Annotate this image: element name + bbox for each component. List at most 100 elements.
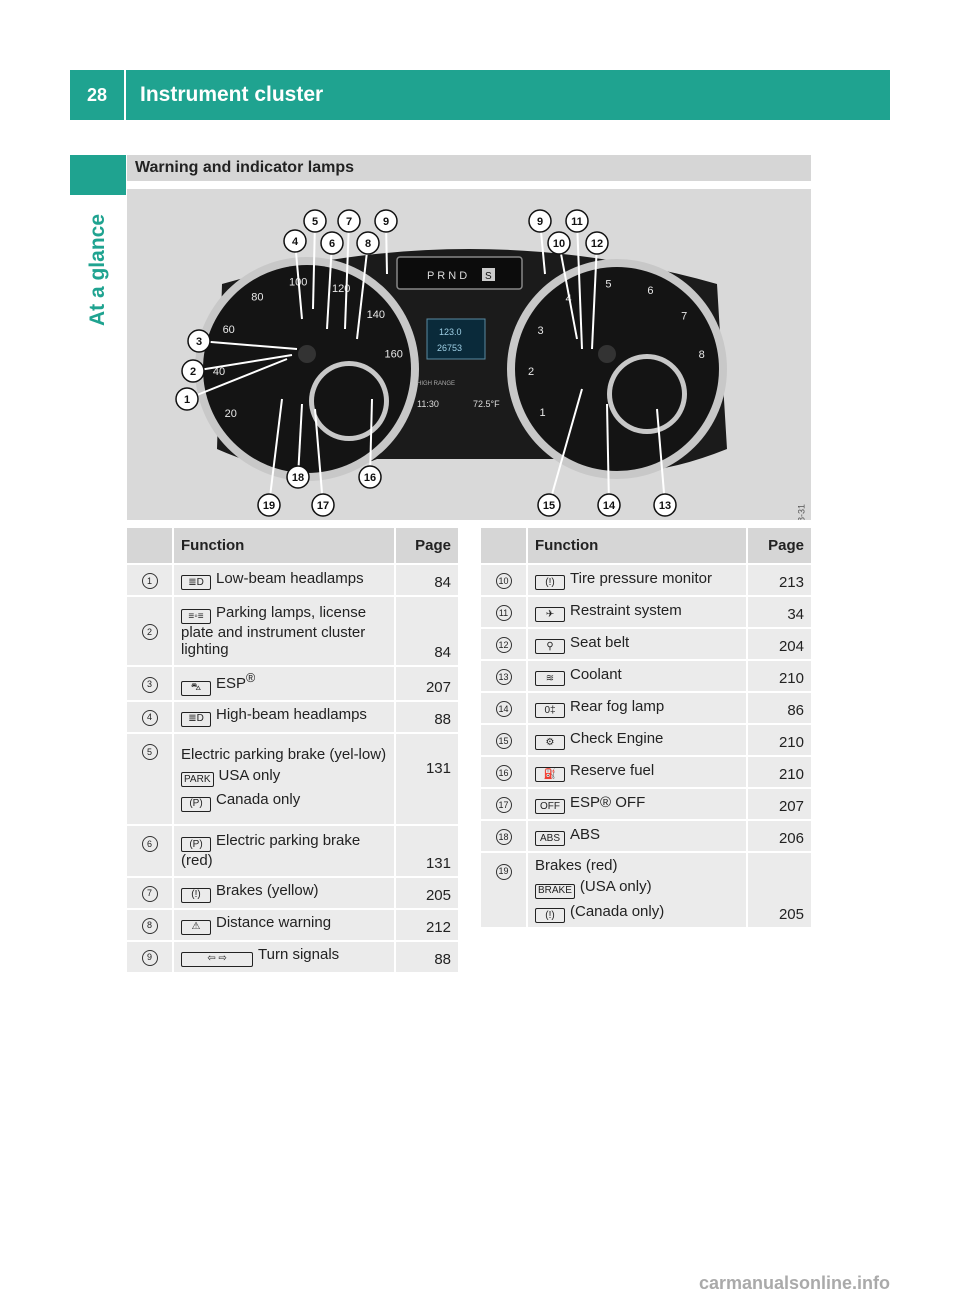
parking-brake-red-icon: (P) [181,837,211,853]
callout-number: 1 [184,394,190,406]
table-row: 16 ⛽Reserve fuel 210 [481,756,811,789]
callout-circle [528,209,552,233]
figure-id: P54.33-4438-31 [797,504,807,520]
callout-leader [312,220,316,310]
coolant-icon: ≋ [535,671,565,687]
page-ref: 207 [395,666,458,702]
row-number: 13 [495,669,512,686]
odometer-panel [426,318,486,360]
row-number: 16 [495,765,512,782]
callout-number: 8 [365,238,371,250]
callout-circle [374,209,398,233]
function-text: Reserve fuel [570,761,655,779]
callout-number: 15 [543,500,555,512]
row-number: 6 [141,836,158,852]
callout-circle [547,231,571,255]
row-number: 1 [141,573,158,590]
high-beam-icon: ≣D [181,711,211,727]
column-header-function: Function [526,528,748,565]
coolant-gauge-dial [612,359,682,429]
callout-leader [606,403,610,506]
column-header-page: Page [747,528,811,565]
function-text: Rear fog lamp [570,697,665,715]
callout-leader [356,242,369,340]
callout-circle [597,493,621,517]
function-text: Electric parking brake (red) [181,831,361,870]
callout-number: 10 [553,238,565,250]
park-icon: PARK [181,772,214,787]
column-header-function: Function [172,528,396,565]
table-row: 15 ⚙Check Engine 210 [481,724,811,757]
column-header-page: Page [395,528,458,565]
callout-circle [537,493,561,517]
callout-circle [653,493,677,517]
callout-number: 4 [292,236,299,248]
speedo-tick-label: 60 [223,324,235,336]
callout-leader [297,403,303,478]
row-number: 19 [495,863,512,880]
page-number: 28 [70,70,126,120]
row-number: 10 [495,573,512,590]
table-row: 11 ✈Restraint system 34 [481,596,811,629]
callout-number: 5 [312,216,318,228]
function-text: ESP® OFF [570,793,646,811]
row-number: 8 [141,917,158,934]
page-ref: 84 [395,596,458,667]
gear-badge: S [485,271,492,282]
callout-number: 17 [317,500,329,512]
tacho-tick-label: 7 [681,310,687,322]
row-number: 2 [141,624,158,641]
tacho-tick-label: 6 [647,285,653,297]
callout-leader [656,408,666,506]
column-header-number [127,528,173,565]
callout-circle [311,493,335,517]
callout-circle [181,359,205,383]
row-number: 9 [141,949,158,966]
function-text: Seat belt [570,633,630,651]
table-row: 2 ≡◦≡Parking lamps, license plate and in… [127,596,458,667]
callout-number: 9 [537,216,543,228]
fuel-gauge-dial [314,366,384,436]
callout-circle [283,229,307,253]
page-ref: 84 [395,564,458,597]
page-ref: 206 [747,820,811,853]
abs-icon: ABS [535,831,565,847]
function-text: Check Engine [570,729,664,747]
callout-circle [565,209,589,233]
callout-circle [257,493,281,517]
parking-lamps-icon: ≡◦≡ [181,609,211,625]
function-subtext: USA only [218,766,281,784]
page-ref: 210 [747,756,811,789]
row-number: 7 [141,885,158,902]
callout-leader [192,354,293,372]
function-text: Electric parking brake (yel-low) [181,745,387,763]
gear-indicator: P R N D [427,270,467,282]
callout-leader [369,398,373,478]
page-ref: 88 [395,940,458,974]
row-number: 4 [141,709,158,726]
callout-number: 6 [329,238,335,250]
low-beam-icon: ≣D [181,575,211,591]
function-text: Brakes (red) [535,857,618,874]
speedo-tick-label: 40 [213,366,225,378]
callout-leader [344,220,350,330]
callout-leader [326,242,333,330]
registered-mark: ® [246,671,256,685]
callout-number: 9 [383,216,389,228]
callout-circle [175,387,199,411]
speedo-tick-label: 80 [251,291,263,303]
table-row: 13 ≋Coolant 210 [481,660,811,693]
callout-leader [576,220,583,350]
callout-number: 11 [571,216,583,228]
temperature-readout: 72.5°F [473,399,500,409]
table-row: 10 (!)Tire pressure monitor 213 [481,564,811,597]
callout-circle [585,231,609,255]
callout-circle [337,209,361,233]
tacho-hub [598,345,616,363]
callout-number: 14 [603,500,616,512]
parking-brake-icon: (P) [181,796,211,812]
page-ref: 210 [747,660,811,693]
